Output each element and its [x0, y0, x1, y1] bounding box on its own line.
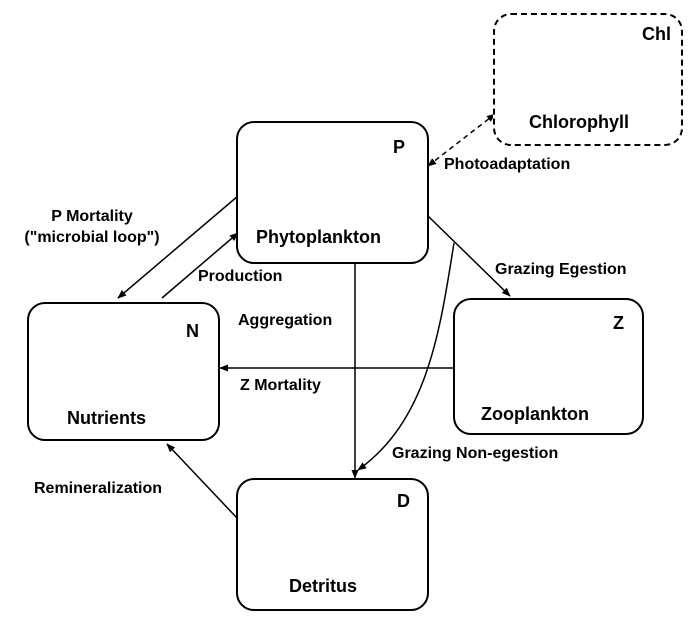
- production-label: Production: [198, 268, 283, 285]
- grazing-non-egestion-arrow: [357, 242, 455, 471]
- z-mortality-label: Z Mortality: [240, 377, 321, 394]
- nutrients-box: N Nutrients: [27, 302, 220, 441]
- grazing-egestion-arrow: [427, 215, 511, 297]
- p-mortality-label-line1: P Mortality: [51, 208, 133, 225]
- photoadaptation-label: Photoadaptation: [444, 156, 571, 173]
- remineralization-label: Remineralization: [34, 480, 163, 497]
- zooplankton-label: Zooplankton: [481, 404, 589, 424]
- aggregation-label: Aggregation: [238, 312, 333, 329]
- p-mortality-label: P Mortality ("microbial loop"): [2, 206, 182, 248]
- grazing-egestion-label: Grazing Egestion: [495, 261, 627, 278]
- nutrients-abbr: N: [186, 321, 199, 341]
- zooplankton-abbr: Z: [613, 313, 624, 333]
- nutrients-label: Nutrients: [67, 408, 147, 428]
- grazing-non-egestion-label: Grazing Non-egestion: [392, 445, 559, 462]
- chlorophyll-box: Chl Chlorophyll: [493, 13, 683, 146]
- detritus-abbr: D: [397, 491, 410, 511]
- detritus-label: Detritus: [289, 576, 358, 596]
- chlorophyll-label: Chlorophyll: [529, 112, 629, 132]
- p-mortality-label-line2: ("microbial loop"): [24, 229, 160, 246]
- phytoplankton-abbr: P: [392, 137, 405, 157]
- p-mortality-arrow: [117, 195, 239, 299]
- remineralization-arrow: [166, 443, 238, 519]
- phytoplankton-box: P Phytoplankton: [236, 121, 429, 264]
- zooplankton-box: Z Zooplankton: [453, 298, 644, 435]
- detritus-box: D Detritus: [236, 478, 429, 611]
- chlorophyll-abbr: Chl: [642, 24, 671, 44]
- phytoplankton-label: Phytoplankton: [256, 227, 381, 247]
- production-arrow: [161, 232, 239, 299]
